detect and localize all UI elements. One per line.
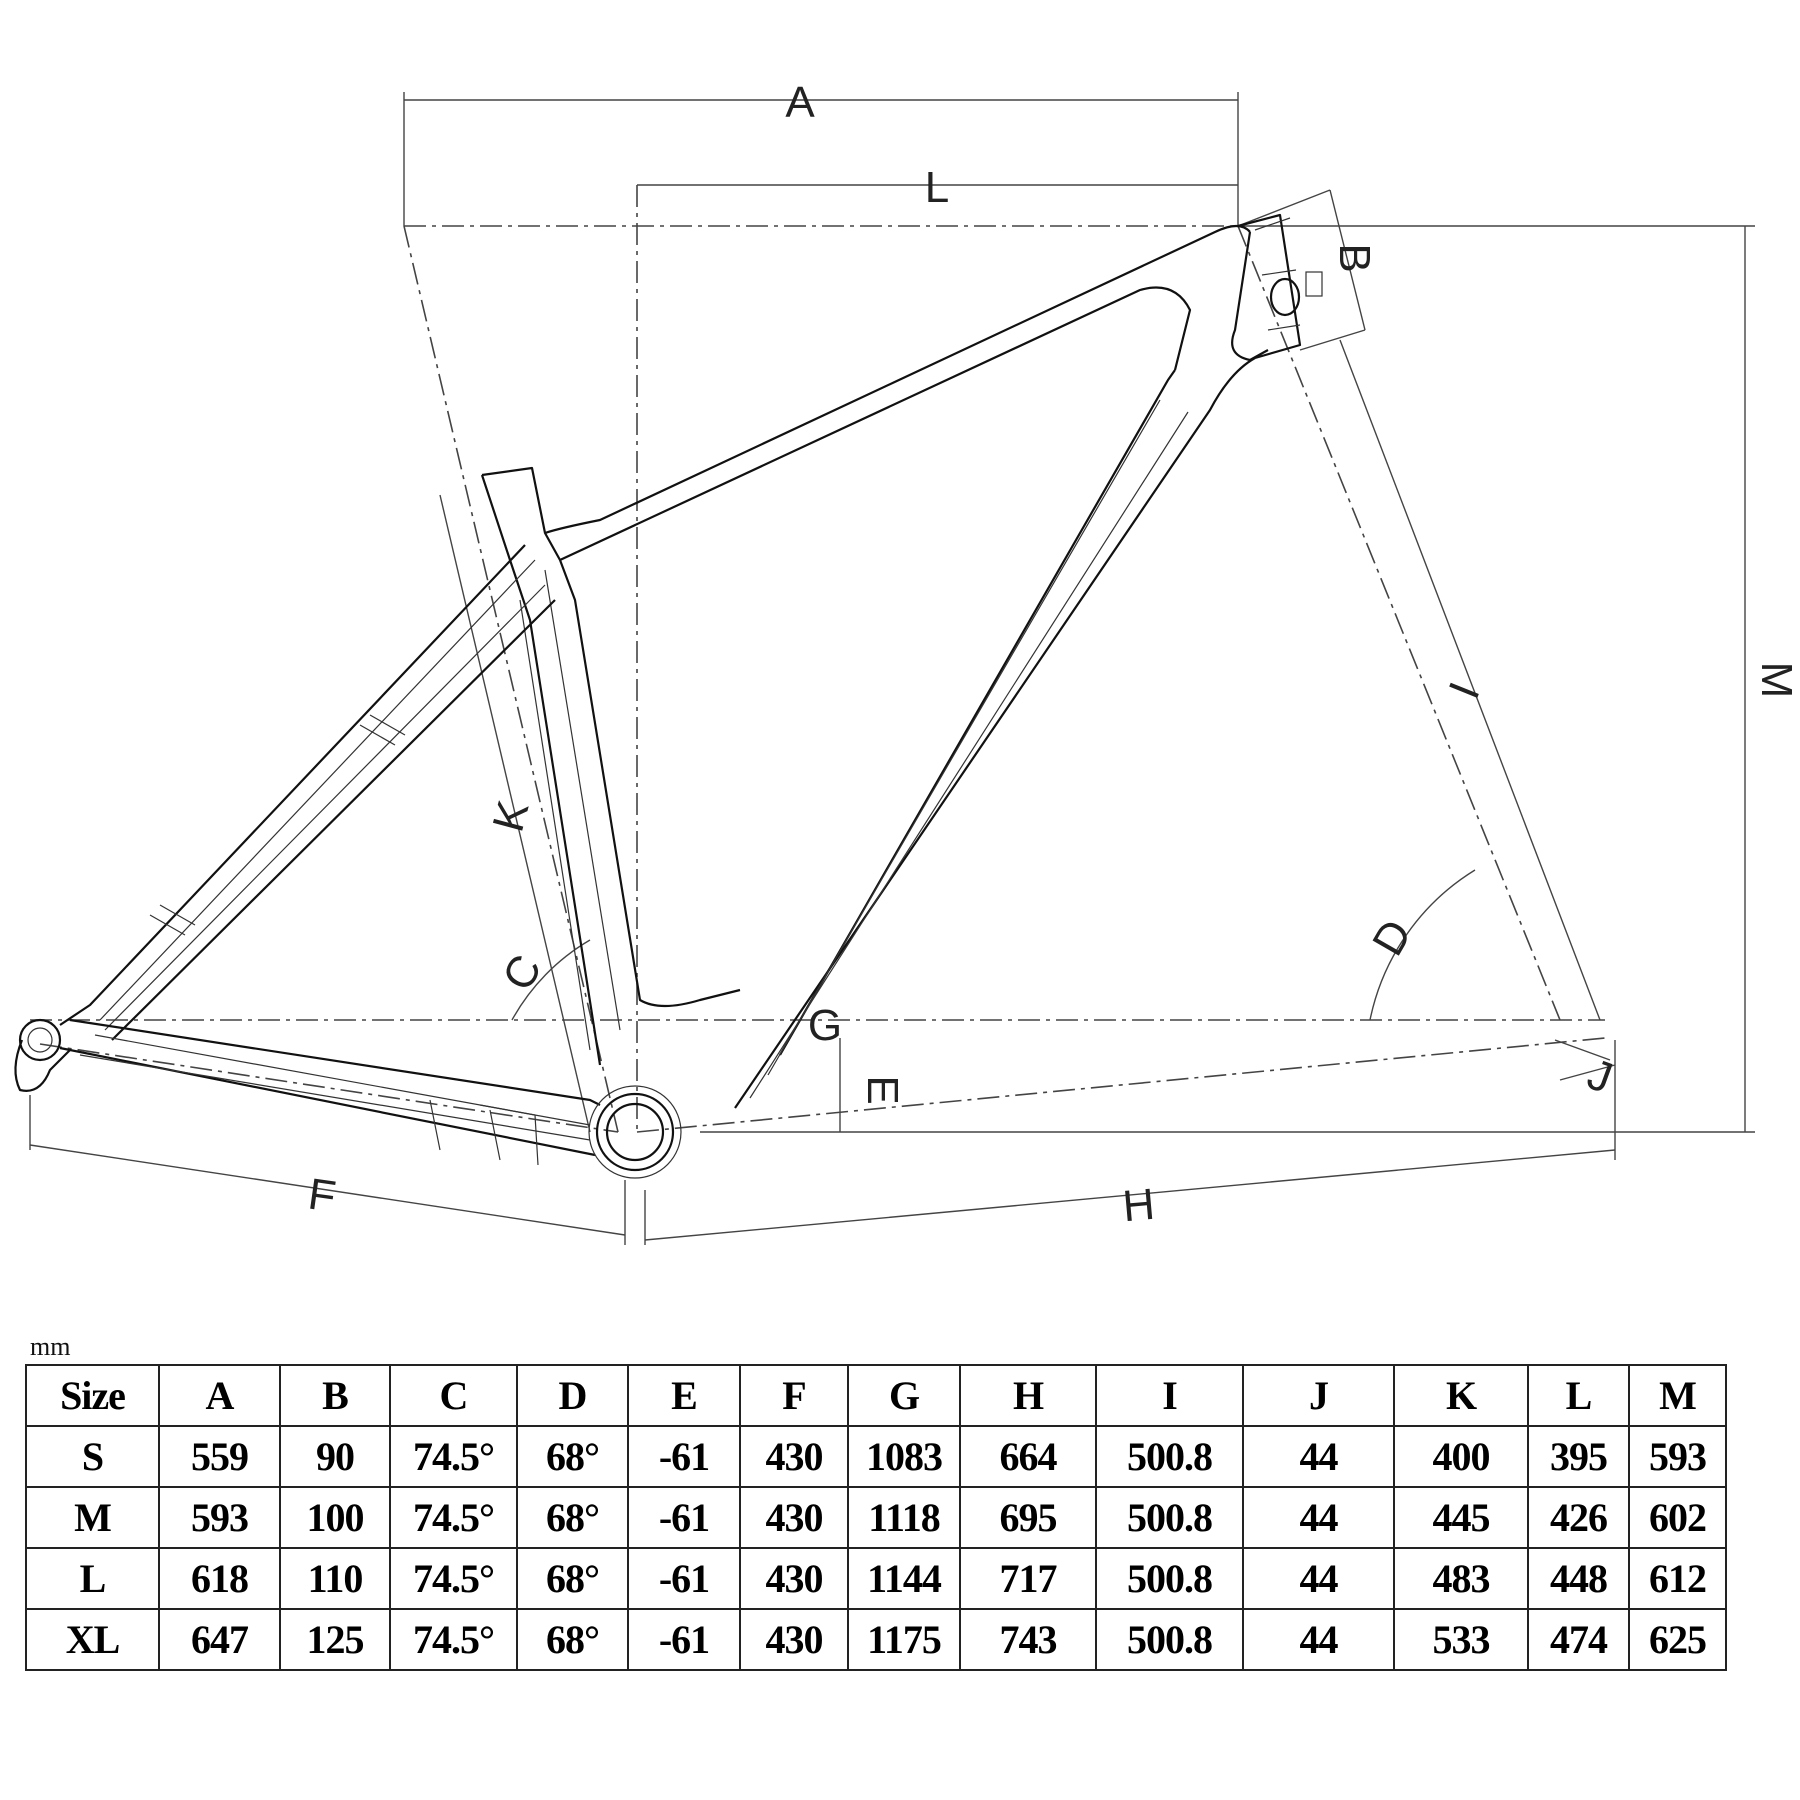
header-h: H (959, 1364, 1097, 1427)
table-cell: 474 (1527, 1608, 1630, 1671)
table-cell: 74.5° (389, 1547, 518, 1610)
header-g: G (847, 1364, 961, 1427)
table-cell: 602 (1628, 1486, 1727, 1549)
table-cell: 426 (1527, 1486, 1630, 1549)
table-cell: -61 (627, 1547, 741, 1610)
table-cell: 593 (158, 1486, 281, 1549)
table-cell: -61 (627, 1486, 741, 1549)
header-m: M (1628, 1364, 1727, 1427)
table-cell: M (25, 1486, 160, 1549)
table-cell: 44 (1242, 1486, 1395, 1549)
table-row: L 618 110 74.5° 68° -61 430 1144 717 500… (25, 1547, 1727, 1610)
table-cell: 1083 (847, 1425, 961, 1488)
dimension-label-e: E (858, 1075, 907, 1104)
header-size: Size (25, 1364, 160, 1427)
dimension-lines (29, 92, 1755, 1245)
table-cell: 430 (739, 1608, 849, 1671)
table-cell: 110 (279, 1547, 391, 1610)
table-cell: 1118 (847, 1486, 961, 1549)
header-l: L (1527, 1364, 1630, 1427)
table-cell: 68° (516, 1608, 629, 1671)
frame-geometry-diagram: A L B M I K C D G E J F H (14, 78, 1800, 1245)
table-cell: 100 (279, 1486, 391, 1549)
table-cell: 618 (158, 1547, 281, 1610)
table-cell: 44 (1242, 1547, 1395, 1610)
table-cell: 400 (1393, 1425, 1529, 1488)
table-cell: -61 (627, 1608, 741, 1671)
table-cell: 500.8 (1095, 1608, 1244, 1671)
table-cell: 125 (279, 1608, 391, 1671)
table-row: S 559 90 74.5° 68° -61 430 1083 664 500.… (25, 1425, 1727, 1488)
table-cell: L (25, 1547, 160, 1610)
dimension-label-m: M (1752, 662, 1800, 699)
dimension-labels: A L B M I K C D G E J F H (305, 78, 1800, 1231)
table-cell: 430 (739, 1547, 849, 1610)
dimension-label-j: J (1581, 1050, 1618, 1104)
table-cell: 647 (158, 1608, 281, 1671)
table-cell: S (25, 1425, 160, 1488)
table-cell: 1144 (847, 1547, 961, 1610)
table-cell: 664 (959, 1425, 1097, 1488)
table-cell: 717 (959, 1547, 1097, 1610)
table-cell: 68° (516, 1547, 629, 1610)
dimension-label-i: I (1440, 676, 1490, 706)
table-cell: 74.5° (389, 1608, 518, 1671)
table-cell: 1175 (847, 1608, 961, 1671)
dimension-label-k: K (484, 796, 539, 837)
table-cell: 430 (739, 1425, 849, 1488)
dimension-label-g: G (808, 1001, 842, 1050)
table-cell: 68° (516, 1425, 629, 1488)
table-row: XL 647 125 74.5° 68° -61 430 1175 743 50… (25, 1608, 1727, 1671)
header-k: K (1393, 1364, 1529, 1427)
table-cell: 395 (1527, 1425, 1630, 1488)
table-cell: 625 (1628, 1608, 1727, 1671)
bike-frame (14, 213, 1323, 1179)
table-cell: 68° (516, 1486, 629, 1549)
table-cell: XL (25, 1608, 160, 1671)
table-cell: 743 (959, 1608, 1097, 1671)
header-d: D (516, 1364, 629, 1427)
table-cell: 74.5° (389, 1486, 518, 1549)
dimension-label-d: D (1363, 912, 1421, 964)
table-cell: 445 (1393, 1486, 1529, 1549)
table-cell: 74.5° (389, 1425, 518, 1488)
header-i: I (1095, 1364, 1244, 1427)
header-e: E (627, 1364, 741, 1427)
table-cell: 90 (279, 1425, 391, 1488)
table-cell: 500.8 (1095, 1425, 1244, 1488)
table-cell: 500.8 (1095, 1547, 1244, 1610)
table-header-row: Size A B C D E F G H I J K L M (25, 1364, 1727, 1427)
table-cell: 593 (1628, 1425, 1727, 1488)
table-cell: 430 (739, 1486, 849, 1549)
table-row: M 593 100 74.5° 68° -61 430 1118 695 500… (25, 1486, 1727, 1549)
table-cell: 612 (1628, 1547, 1727, 1610)
header-j: J (1242, 1364, 1395, 1427)
dimension-label-f: F (305, 1170, 338, 1222)
table-cell: 695 (959, 1486, 1097, 1549)
unit-label: mm (30, 1332, 71, 1361)
geometry-table: Size A B C D E F G H I J K L M S 559 90 … (25, 1364, 1727, 1671)
dimension-label-c: C (493, 947, 551, 999)
header-f: F (739, 1364, 849, 1427)
table-cell: 533 (1393, 1608, 1529, 1671)
table-cell: 448 (1527, 1547, 1630, 1610)
table-cell: 44 (1242, 1425, 1395, 1488)
dimension-label-b: B (1330, 243, 1379, 272)
header-b: B (279, 1364, 391, 1427)
dimension-label-a: A (785, 78, 815, 127)
header-c: C (389, 1364, 518, 1427)
table-cell: -61 (627, 1425, 741, 1488)
header-a: A (158, 1364, 281, 1427)
dimension-label-h: H (1121, 1180, 1157, 1232)
table-cell: 44 (1242, 1608, 1395, 1671)
table-cell: 483 (1393, 1547, 1529, 1610)
construction-lines (30, 185, 1606, 1133)
table-cell: 500.8 (1095, 1486, 1244, 1549)
dimension-label-l: L (925, 163, 949, 212)
table-cell: 559 (158, 1425, 281, 1488)
